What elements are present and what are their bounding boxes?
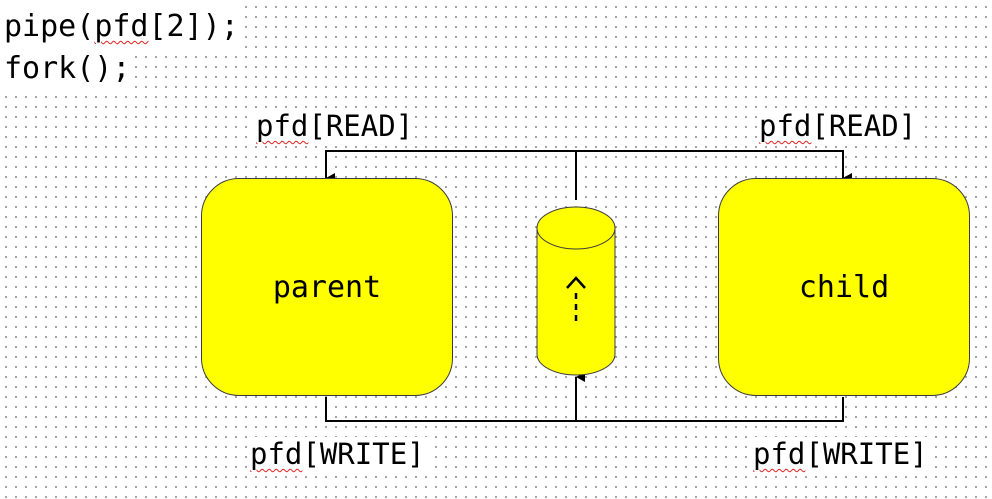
spellcheck-marked-word: pfd [94,9,149,44]
parent-write-label: pfd[WRITE] [248,437,427,471]
read-connector-line [325,150,844,178]
code-line-fork: fork(); [4,48,133,90]
child-write-label: pfd[WRITE] [751,437,930,471]
code-line-pipe: pipe(pfd[2]); [4,6,241,48]
parent-label: parent [272,269,382,305]
pipe-cylinder [536,206,616,376]
write-connector-line [325,397,844,422]
child-read-label: pfd[READ] [757,109,919,143]
code-block: pipe(pfd[2]); fork(); [4,6,241,90]
pipe-flow-arrow [566,276,586,326]
child-label: child [798,269,890,305]
parent-read-label: pfd[READ] [254,109,416,143]
parent-process-box: parent [201,178,453,396]
child-process-box: child [718,178,970,396]
